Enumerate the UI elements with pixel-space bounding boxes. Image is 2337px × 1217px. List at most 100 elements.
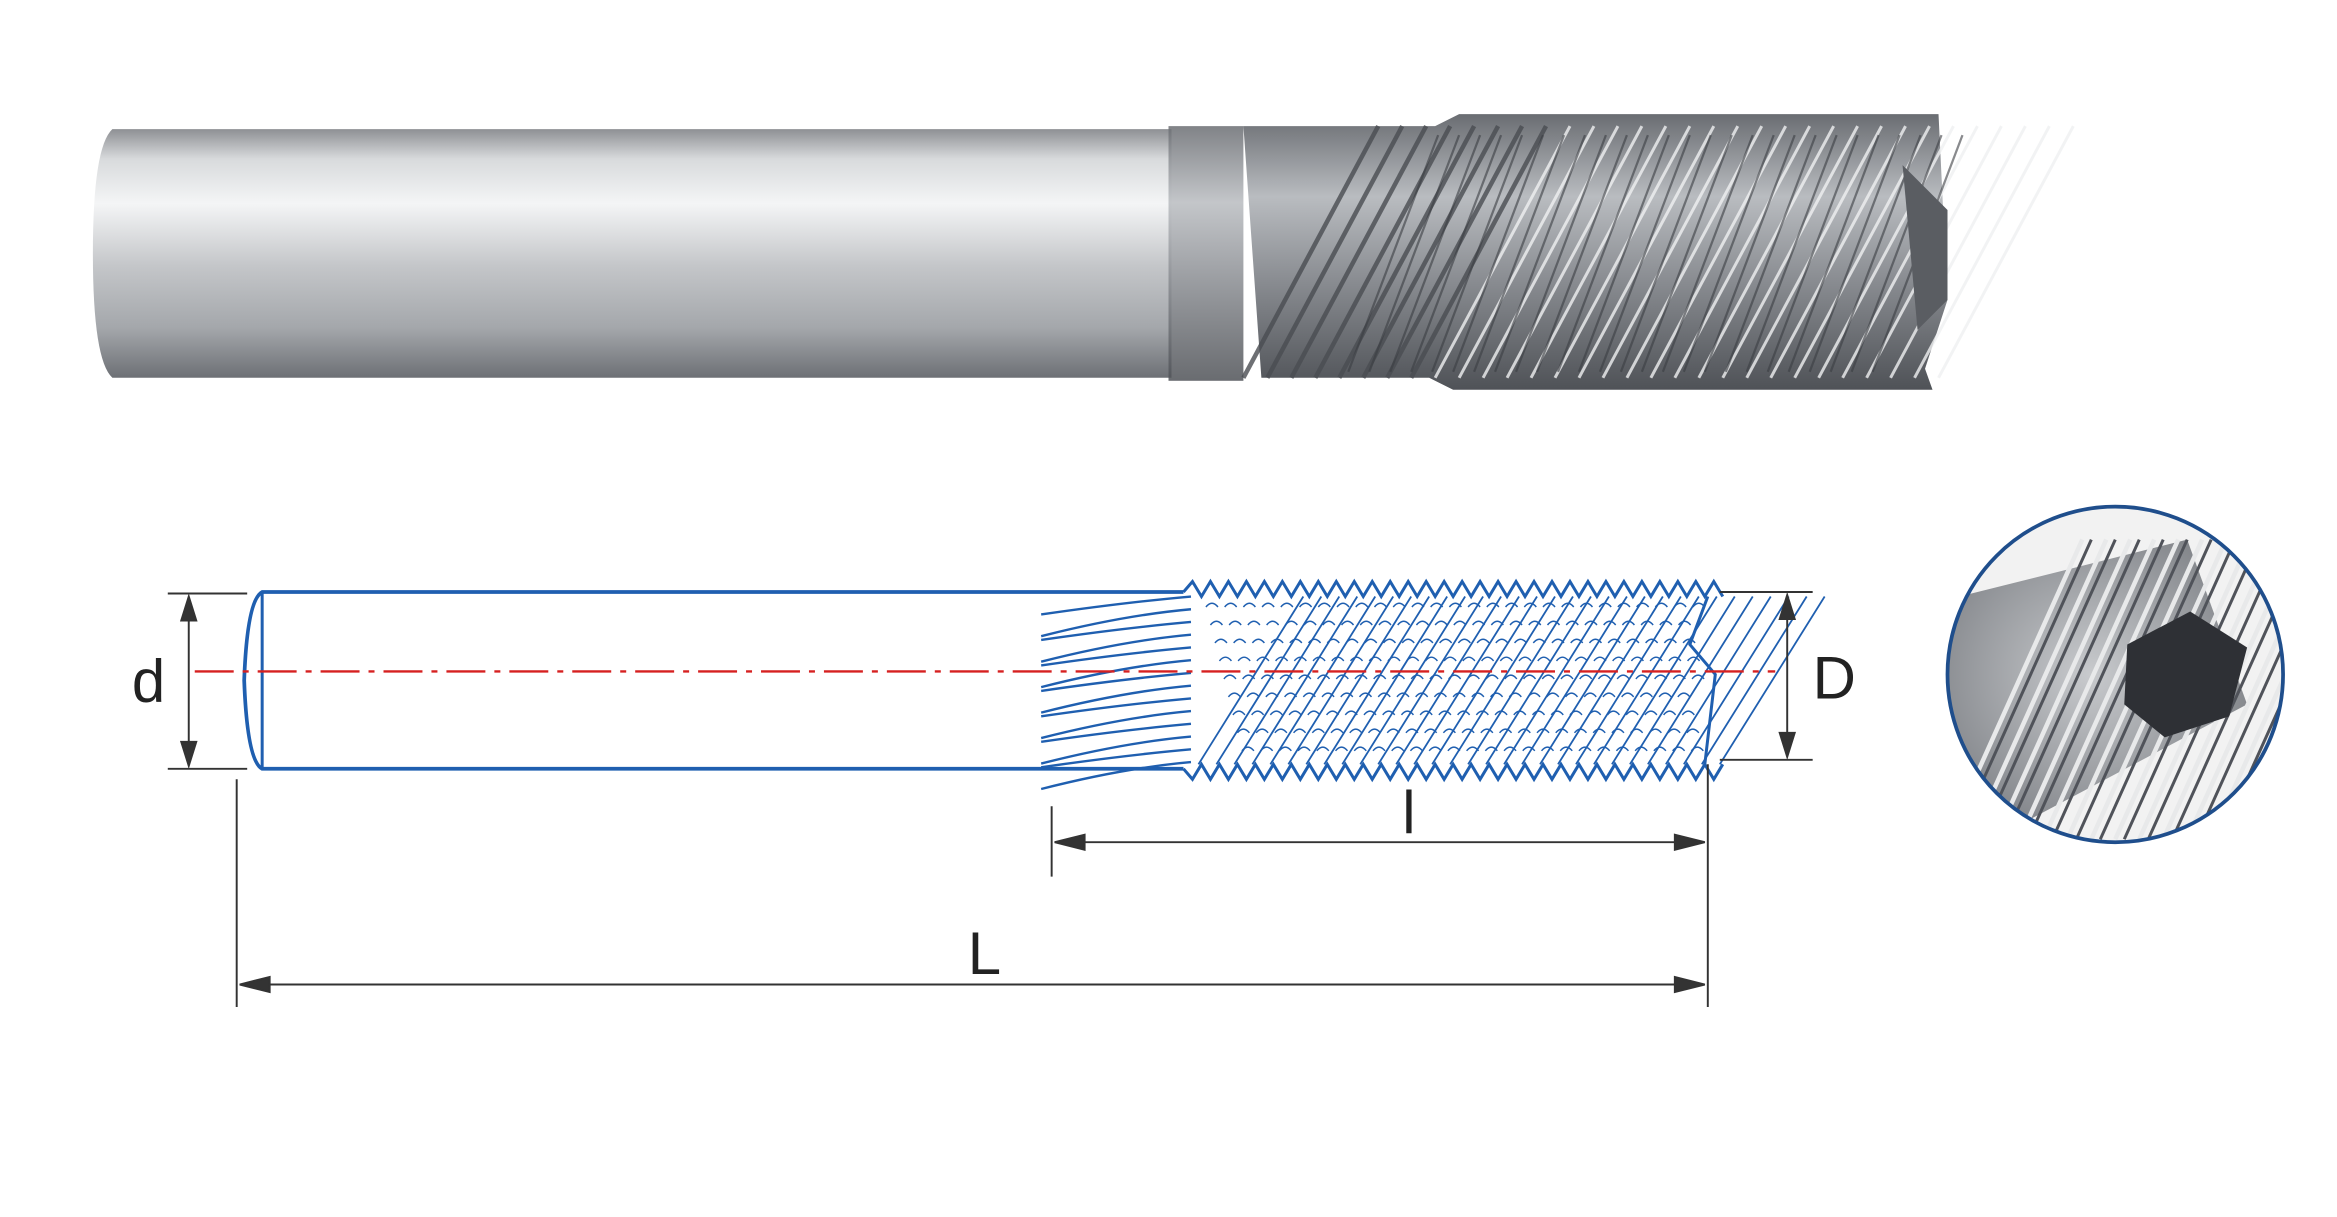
tooth-mark <box>1289 638 1303 644</box>
tooth-mark <box>1682 638 1696 644</box>
inset-groove <box>2027 538 2165 840</box>
tooth-mark <box>1439 638 1453 644</box>
tooth-mark <box>1302 692 1316 698</box>
helix-line <box>1040 595 1192 616</box>
tooth-mark <box>1621 620 1635 626</box>
tooth-mark <box>1532 638 1546 644</box>
tooth-mark <box>1246 692 1260 698</box>
tooth-mark <box>1242 674 1256 680</box>
tooth-mark <box>1648 728 1662 734</box>
tooth-mark <box>1260 746 1274 752</box>
tooth-mark <box>1312 656 1326 662</box>
tooth-mark <box>1504 602 1519 608</box>
tooth-mark <box>1353 746 1367 752</box>
tooth-mark <box>1606 710 1621 716</box>
tooth-mark <box>1636 602 1650 608</box>
tooth-mark <box>1626 638 1640 644</box>
tooth-mark <box>1330 728 1344 734</box>
tooth-mark <box>1293 656 1307 662</box>
tooth-mark <box>1452 692 1466 698</box>
chipbreaker-groove <box>1389 134 1482 373</box>
tooth-mark <box>1269 710 1283 716</box>
tooth-mark <box>1340 620 1355 626</box>
tooth-mark <box>1542 602 1556 608</box>
helix-line <box>1040 722 1192 744</box>
tooth-mark <box>1303 620 1317 626</box>
chipbreaker-groove <box>1368 134 1461 373</box>
tooth-mark <box>1364 638 1378 644</box>
tooth-mark <box>1373 674 1387 680</box>
tooth-mark <box>1349 728 1363 734</box>
tooth-mark <box>1251 710 1265 716</box>
tooth-mark <box>1527 692 1541 698</box>
tooth-mark <box>1311 728 1325 734</box>
tooth-mark <box>1561 602 1575 608</box>
tooth-mark <box>1550 710 1564 716</box>
flute-line <box>1485 596 1592 765</box>
tooth-mark <box>1593 656 1607 662</box>
tooth-mark <box>1392 602 1406 608</box>
chipbreaker-groove <box>1515 134 1607 373</box>
tooth-mark <box>1630 656 1644 662</box>
tooth-mark <box>1218 656 1233 662</box>
tooth-mark <box>1237 656 1251 662</box>
tooth-mark <box>1621 692 1635 698</box>
tooth-mark <box>1322 620 1336 626</box>
tooth-mark <box>1415 620 1430 626</box>
tooth-mark <box>1359 620 1373 626</box>
tooth-mark <box>1573 728 1588 734</box>
tooth-mark <box>1537 656 1551 662</box>
tooth-mark <box>1325 710 1340 716</box>
tooth-mark <box>1579 602 1594 608</box>
tooth-mark <box>1484 746 1498 752</box>
tooth-mark <box>1546 620 1561 626</box>
tooth-mark <box>1317 602 1331 608</box>
tooth-mark <box>1316 746 1330 752</box>
tooth-mark <box>1261 602 1275 608</box>
cutting-teeth-outline <box>1040 578 1826 791</box>
chipbreaker-groove <box>1619 134 1712 373</box>
flute-line <box>1503 596 1610 765</box>
flute-edge <box>1385 125 1525 379</box>
tooth-mark <box>1635 674 1649 680</box>
tooth-mark <box>1672 746 1686 752</box>
tooth-mark <box>1579 674 1593 680</box>
tooth-mark <box>1509 620 1523 626</box>
tooth-mark <box>1612 656 1626 662</box>
tooth-mark <box>1411 602 1425 608</box>
tooth-mark <box>1279 674 1293 680</box>
tooth-mark <box>1401 638 1415 644</box>
tooth-mark <box>1382 638 1397 644</box>
flute-line <box>1287 596 1394 765</box>
tooth-mark <box>1499 656 1513 662</box>
flute-line <box>1719 596 1826 765</box>
tooth-mark <box>1518 656 1532 662</box>
tooth-mark <box>1522 674 1537 680</box>
helix-line <box>1040 748 1192 769</box>
tooth-mark <box>1462 656 1476 662</box>
tooth-mark <box>1321 692 1335 698</box>
tooth-mark <box>1265 692 1279 698</box>
flute-edge <box>1817 125 1955 379</box>
tooth-mark <box>1673 602 1687 608</box>
tooth-mark <box>1644 710 1658 716</box>
tooth-mark <box>1288 710 1302 716</box>
tooth-mark <box>1531 710 1546 716</box>
chipbreaker-groove <box>1494 134 1587 373</box>
flute-line <box>1233 596 1341 765</box>
tool-photo <box>92 114 2075 390</box>
tooth-mark <box>1447 746 1461 752</box>
tooth-mark <box>1490 692 1504 698</box>
chipbreaker-groove <box>1745 134 1838 373</box>
tooth-mark <box>1433 692 1447 698</box>
tooth-mark <box>1274 728 1288 734</box>
tooth-mark <box>1467 602 1481 608</box>
tooth-mark <box>1616 674 1630 680</box>
chipbreaker-groove <box>1347 134 1440 373</box>
cutting-length-label: l <box>1402 779 1415 846</box>
tooth-mark <box>1672 674 1686 680</box>
flute-line <box>1647 596 1754 765</box>
helix-line <box>1040 608 1192 638</box>
tooth-mark <box>1406 656 1420 662</box>
tooth-mark <box>1485 674 1499 680</box>
